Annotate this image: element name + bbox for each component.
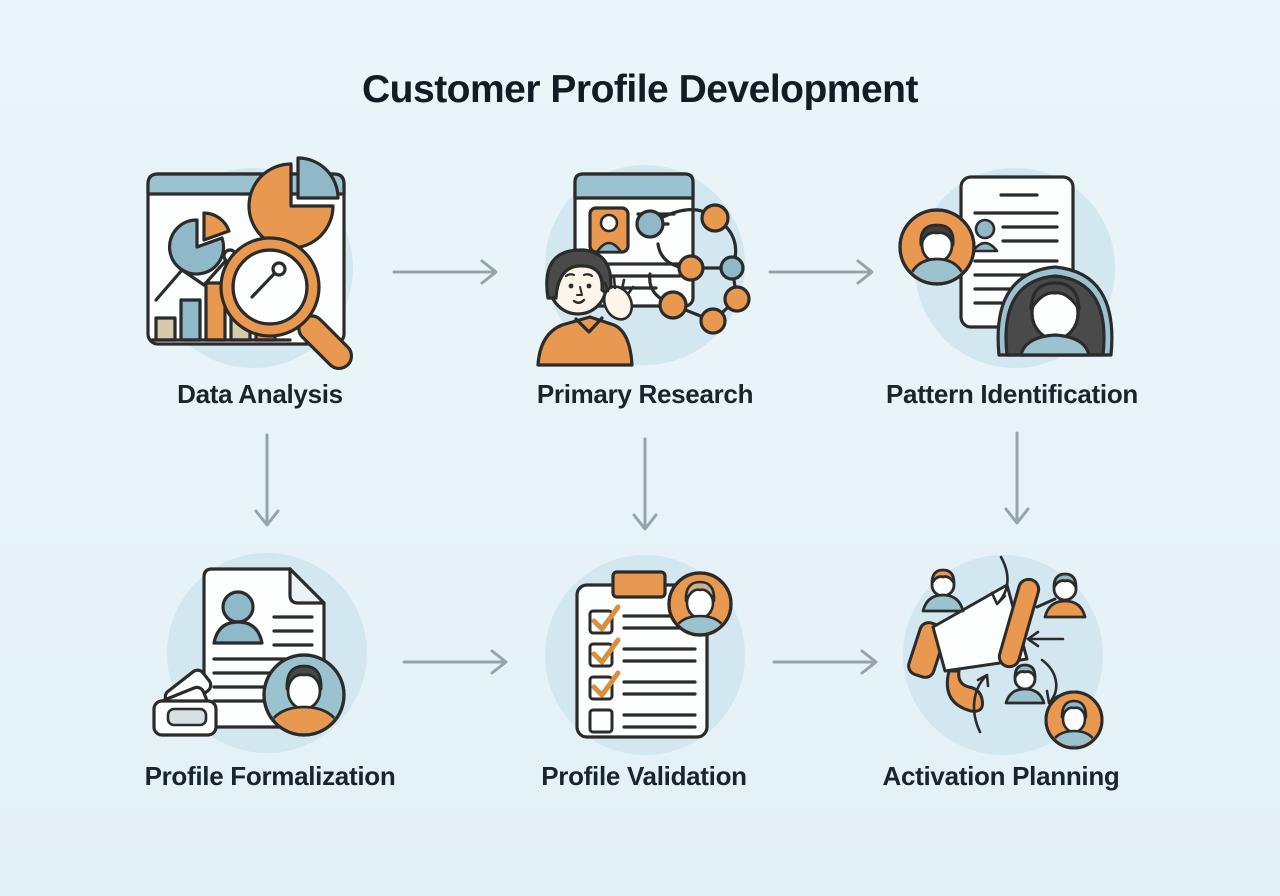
step-label-pattern-identification: Pattern Identification [886,379,1138,409]
cards-stack-icon [152,668,218,737]
step-primary-research [530,148,760,378]
arrow-right-icon [392,259,498,285]
profile-formalization-icon [152,553,367,753]
pie-chart-small-icon [167,211,231,276]
arrow-right-icon [772,649,878,675]
arrow-right-icon [402,649,508,675]
data-analysis-icon [146,156,354,371]
step-label-activation-planning: Activation Planning [882,761,1120,791]
person-top-right-icon [1043,572,1087,619]
waving-hand-icon [602,276,635,321]
pie-chart-large-icon [247,156,340,250]
activation-planning-icon [903,555,1104,755]
avatar-badge-icon [1044,690,1104,750]
researcher-person-icon [536,248,635,367]
arrow-down-icon [254,433,280,527]
step-pattern-identification [897,155,1127,385]
avatar-badge-icon [898,208,976,286]
arrow-down-icon [632,437,658,531]
step-data-analysis [140,156,370,386]
step-activation-planning [885,543,1115,773]
avatar-badge-icon [262,653,346,737]
arrow-right-icon [768,259,874,285]
step-profile-validation [532,543,762,773]
network-graph-icon [635,203,751,335]
megaphone-icon [907,577,1057,713]
flow-arrows-icon [972,555,1065,734]
step-label-primary-research: Primary Research [536,379,754,409]
woman-figure-icon [996,265,1114,357]
avatar-badge-icon [667,571,733,637]
step-label-data-analysis: Data Analysis [177,379,343,409]
step-profile-formalization [152,543,382,773]
step-label-profile-validation: Profile Validation [541,761,747,791]
profile-validation-icon [545,555,745,755]
pattern-identification-icon [898,168,1115,368]
arrow-down-icon [1004,431,1030,525]
primary-research-icon [536,165,751,367]
person-middle-icon [1004,663,1046,705]
page-title: Customer Profile Development [362,68,918,111]
step-label-profile-formalization: Profile Formalization [144,761,396,791]
person-top-left-icon [921,568,965,613]
